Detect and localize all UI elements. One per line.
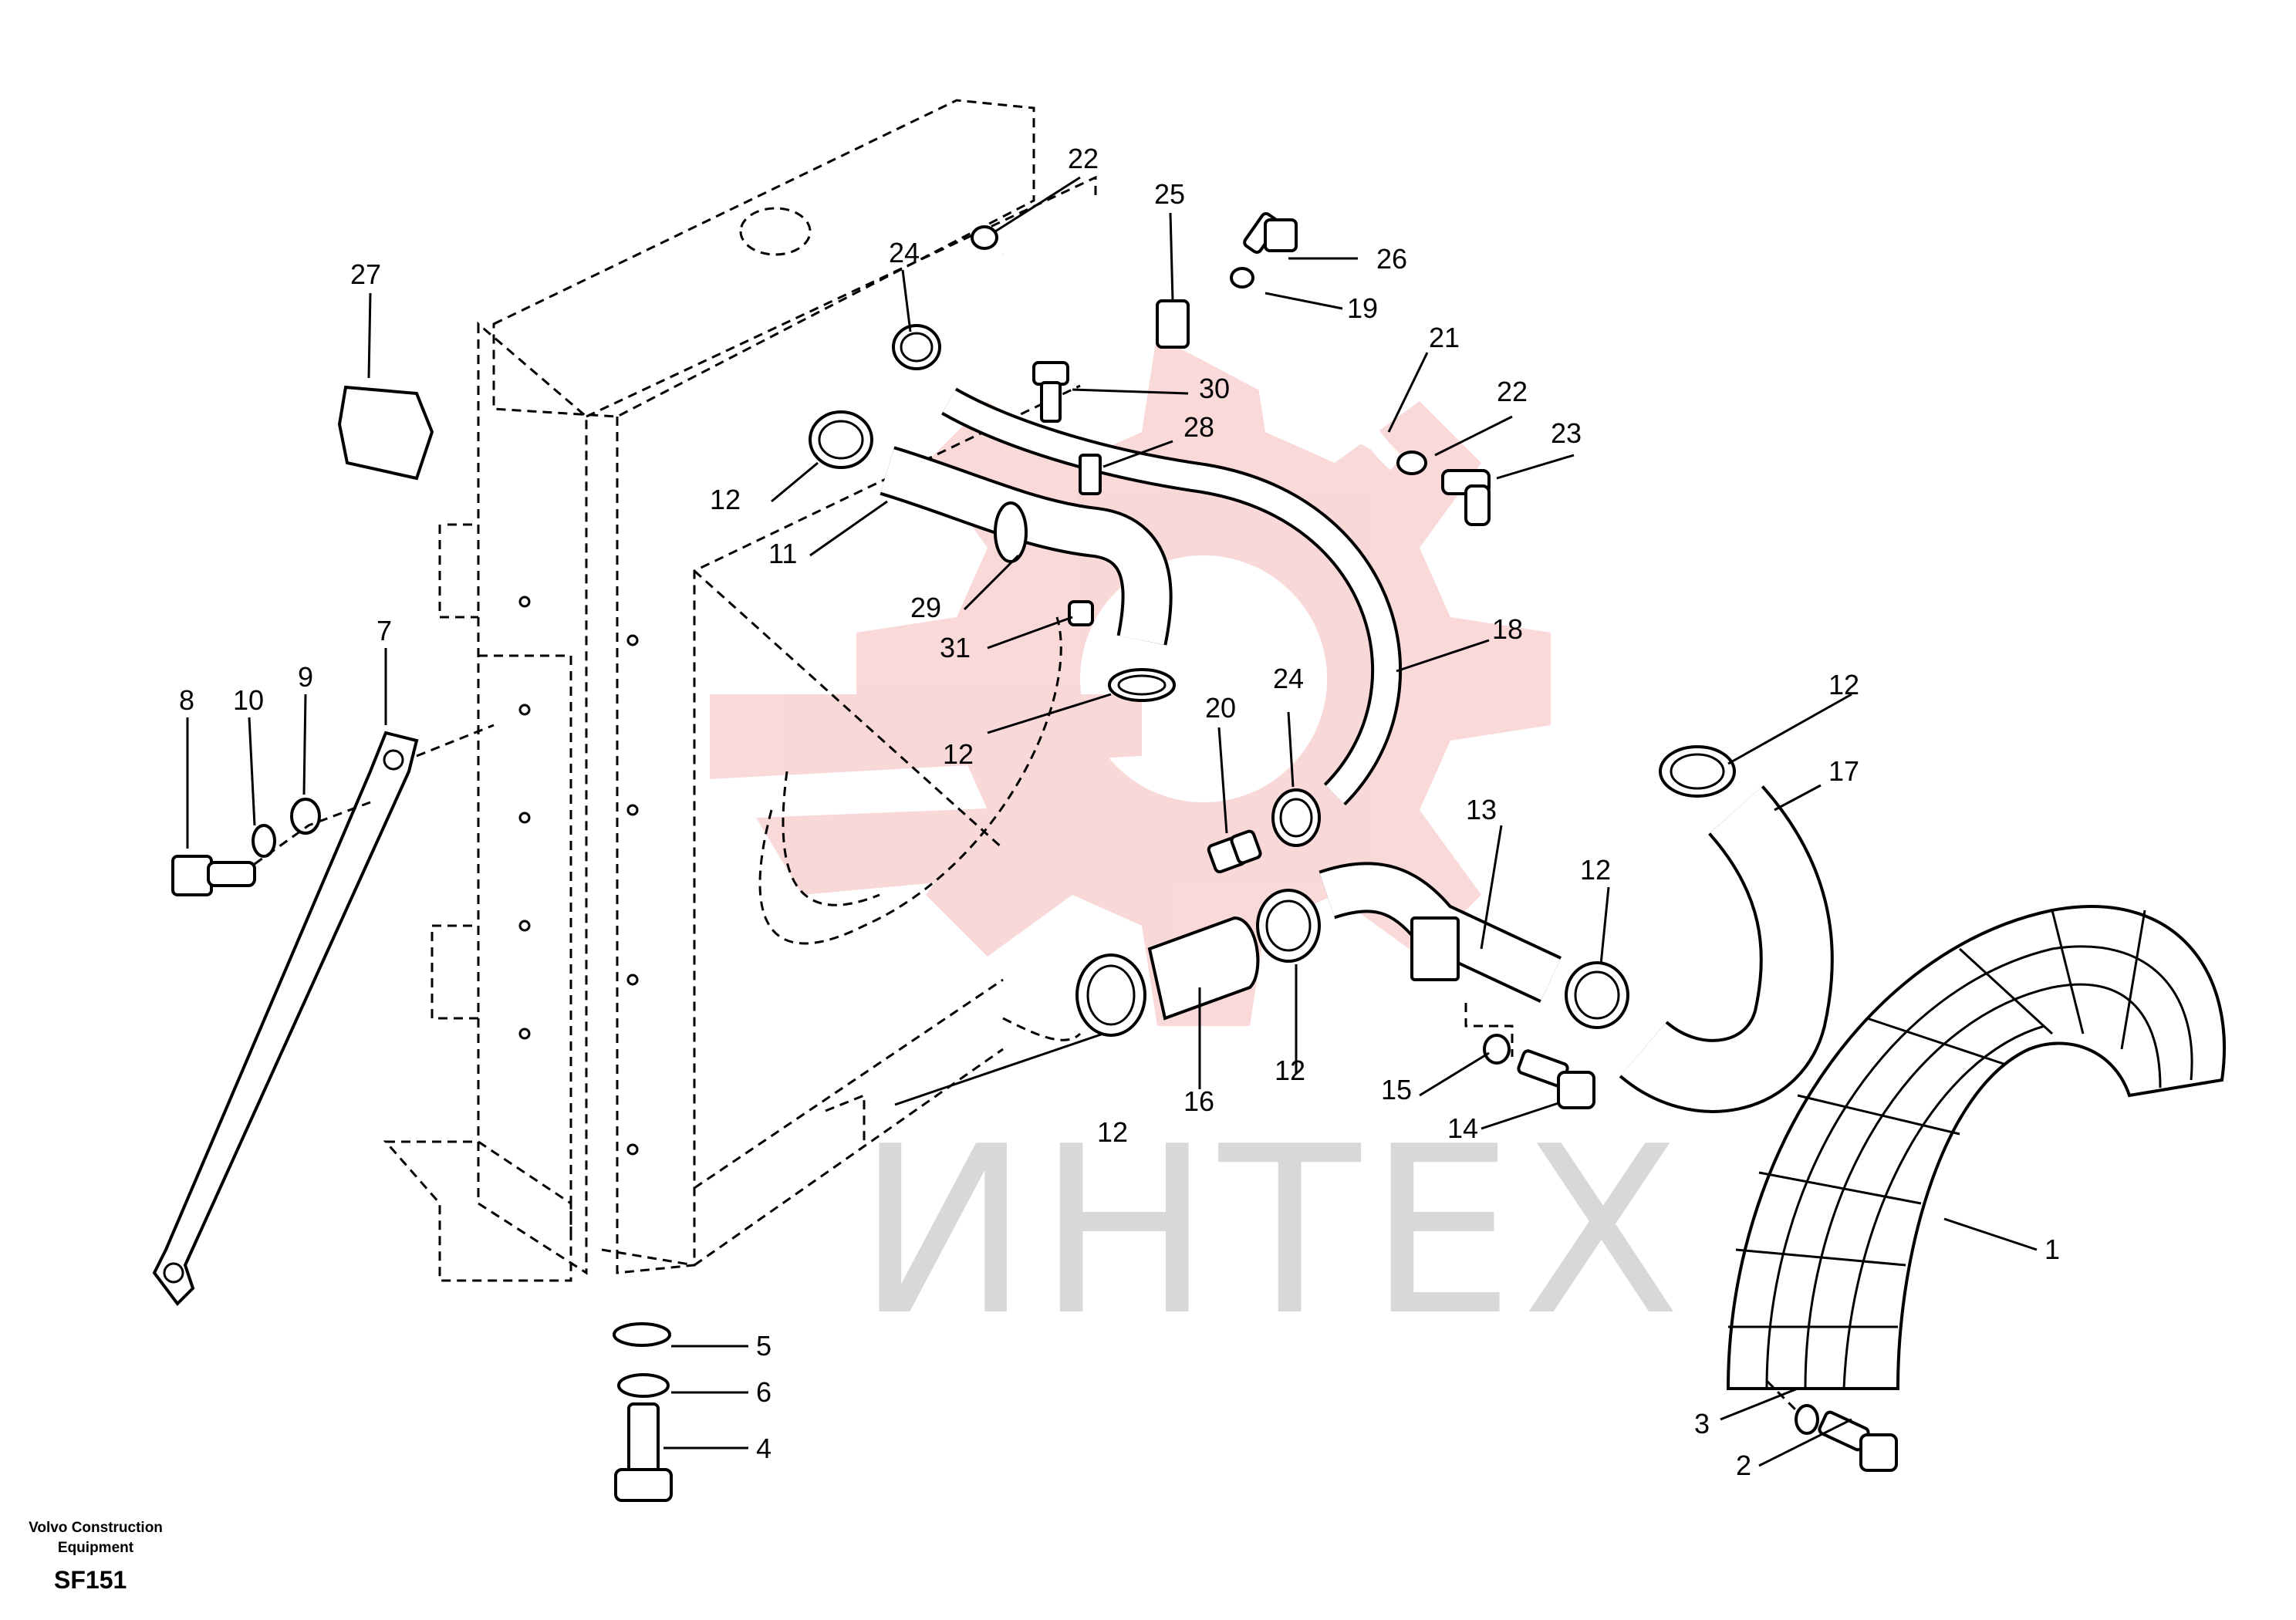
callout-9: 9 (298, 661, 313, 693)
hose-clamp-12-top-right-icon (1659, 745, 1736, 798)
washer-3-icon (1795, 1404, 1819, 1435)
company-line-1: Volvo Construction (29, 1520, 163, 1536)
callout-31: 31 (940, 632, 971, 663)
callout-19: 19 (1347, 292, 1378, 324)
callout-22-right: 22 (1497, 376, 1528, 407)
callout-13: 13 (1466, 794, 1497, 825)
callout-17: 17 (1828, 755, 1859, 787)
elbow-23-icon (1441, 469, 1491, 526)
callout-16: 16 (1183, 1085, 1214, 1117)
clip-25-icon (1156, 299, 1190, 349)
lock-washer-6-icon (617, 1373, 670, 1398)
callout-20: 20 (1205, 692, 1236, 724)
bolt-4-icon (614, 1402, 673, 1502)
callout-6: 6 (756, 1376, 772, 1408)
nut-31-icon (1068, 600, 1094, 626)
callout-12-center: 12 (943, 738, 974, 770)
bolt-30-icon (1032, 361, 1069, 423)
callout-27: 27 (350, 258, 381, 290)
callout-12-right: 12 (1580, 854, 1611, 886)
watermark-text: ИНТЕХ (856, 1097, 1688, 1366)
bolt-14-icon (1517, 1049, 1595, 1109)
callout-8: 8 (179, 684, 194, 716)
callout-28: 28 (1183, 411, 1214, 443)
radiator-outline (383, 99, 1097, 1282)
leader-lines (186, 176, 2038, 1467)
callout-5: 5 (756, 1330, 772, 1362)
callout-23: 23 (1551, 417, 1582, 449)
callout-4: 4 (756, 1433, 772, 1464)
hose-clamp-12-right-icon (1565, 961, 1629, 1029)
radiator-holes (518, 596, 639, 1156)
hose-clamp-24-mid-icon (1271, 788, 1321, 847)
callout-12-bottom-mid: 12 (1275, 1055, 1305, 1086)
clamp-29-icon (994, 501, 1028, 563)
callout-2: 2 (1736, 1450, 1751, 1481)
stay-bar-hole-bottom (163, 1262, 184, 1284)
callout-12-top-right: 12 (1828, 669, 1859, 700)
company-name: Volvo Construction Equipment (19, 1518, 173, 1558)
clamp-22-top-icon (971, 225, 998, 250)
callout-12-bottom-left: 12 (1097, 1116, 1128, 1148)
pipe-13-bracket (1410, 916, 1460, 981)
callout-24-mid: 24 (1273, 663, 1304, 694)
bolt-26-icon (1243, 211, 1298, 255)
callout-12-left: 12 (710, 484, 741, 515)
callout-10: 10 (233, 684, 264, 716)
clip-28-icon (1079, 454, 1102, 495)
hose-16 (1147, 916, 1260, 1021)
washer-19-icon (1230, 267, 1254, 289)
callout-18: 18 (1492, 613, 1523, 645)
callout-7: 7 (376, 615, 392, 646)
hose-clamp-12-bottom-mid-icon (1256, 889, 1321, 963)
cushion-27-icon (337, 385, 434, 481)
callout-21: 21 (1429, 322, 1460, 353)
callout-labels: 1 2 3 4 5 6 7 8 10 9 11 12 12 12 12 12 1… (179, 143, 2060, 1481)
callout-14: 14 (1447, 1112, 1478, 1144)
callout-15: 15 (1381, 1074, 1412, 1105)
stay-bar-hole-top (383, 749, 404, 771)
callout-3: 3 (1694, 1408, 1710, 1439)
callout-26: 26 (1376, 243, 1407, 275)
clamp-22-right-icon (1396, 451, 1427, 475)
bolt-8-icon (171, 855, 256, 896)
nipple-20-icon (1207, 829, 1262, 874)
callout-1: 1 (2044, 1234, 2060, 1265)
stay-bar-7 (152, 731, 419, 1307)
company-line-2: Equipment (57, 1540, 134, 1556)
hose-clamp-12-left-icon (809, 410, 873, 469)
lock-washer-10-icon (252, 824, 276, 858)
washer-5-icon (613, 1322, 671, 1347)
lock-washer-15-icon (1483, 1034, 1511, 1065)
hose-clamp-12-bottom-left-icon (1075, 953, 1146, 1037)
callout-24-top: 24 (889, 237, 920, 268)
bolt-2-icon (1818, 1410, 1898, 1472)
fan-guard-1 (1726, 905, 2227, 1390)
callout-29: 29 (910, 592, 941, 623)
callout-22-top: 22 (1068, 143, 1099, 174)
callout-11: 11 (768, 538, 797, 569)
callout-30: 30 (1199, 373, 1230, 404)
hose-clamp-24-top-icon (892, 324, 941, 370)
diagram-code: SF151 (54, 1566, 127, 1594)
callout-25: 25 (1154, 178, 1185, 210)
hose-clamp-12-center-icon (1108, 668, 1176, 702)
